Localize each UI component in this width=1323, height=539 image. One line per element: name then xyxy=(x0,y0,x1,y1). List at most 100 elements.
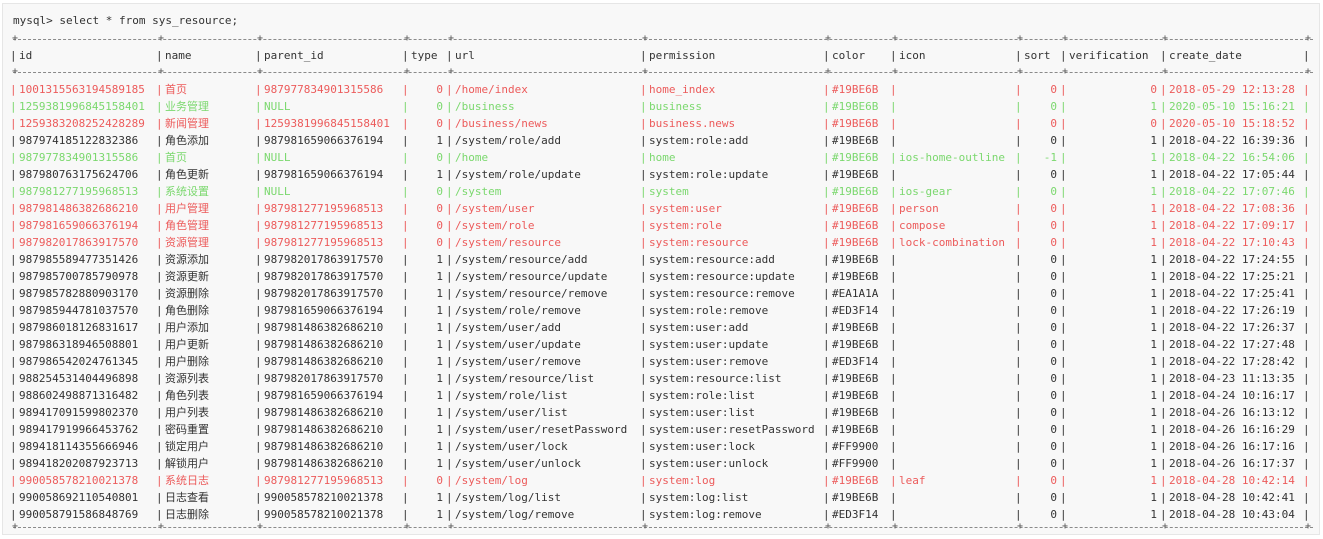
column-divider: | xyxy=(640,185,647,198)
column-divider: | xyxy=(640,117,647,130)
cell-verification: 1 xyxy=(1150,423,1157,436)
column-divider: | xyxy=(890,372,897,385)
cell-permission: system:log:list xyxy=(649,491,749,504)
column-divider: | xyxy=(1303,304,1310,317)
cell-sort: 0 xyxy=(1050,372,1057,385)
column-divider: | xyxy=(640,491,647,504)
cell-parent-id: 987981659066376194 xyxy=(264,168,384,181)
cell-name: 角色添加 xyxy=(165,134,209,147)
cell-create-date: 2020-05-10 15:18:52 xyxy=(1169,117,1295,130)
column-divider: | xyxy=(255,185,262,198)
cell-color: #19BE6B xyxy=(832,219,879,232)
cell-permission: system:resource:remove xyxy=(649,287,795,300)
column-divider: | xyxy=(402,202,409,215)
column-divider: | xyxy=(255,457,262,470)
column-divider: | xyxy=(446,321,453,334)
cell-verification: 1 xyxy=(1150,508,1157,521)
cell-url: /system/user/update xyxy=(455,338,581,351)
cell-name: 解锁用户 xyxy=(165,457,209,470)
cell-type: 1 xyxy=(436,304,443,317)
column-divider: | xyxy=(10,372,17,385)
column-divider: | xyxy=(823,372,830,385)
column-divider: | xyxy=(640,49,647,62)
cell-sort: 0 xyxy=(1050,508,1057,521)
cell-color: #FF9900 xyxy=(832,457,879,470)
column-divider: | xyxy=(823,185,830,198)
column-header-verification: verification xyxy=(1069,49,1149,62)
column-divider: | xyxy=(255,134,262,147)
cell-name: 角色管理 xyxy=(165,219,209,232)
column-divider: | xyxy=(446,236,453,249)
column-divider: | xyxy=(640,440,647,453)
column-divider: | xyxy=(1303,389,1310,402)
column-divider: | xyxy=(890,389,897,402)
column-divider: | xyxy=(1060,355,1067,368)
column-divider: | xyxy=(1015,100,1022,113)
cell-id: 987985944781037570 xyxy=(19,304,139,317)
column-divider: | xyxy=(1060,253,1067,266)
column-divider: | xyxy=(10,202,17,215)
column-header-color: color xyxy=(832,49,866,62)
column-divider: | xyxy=(1160,168,1167,181)
column-header-id: id xyxy=(19,49,33,62)
column-divider: | xyxy=(446,168,453,181)
cell-icon: compose xyxy=(899,219,946,232)
column-divider: | xyxy=(823,49,830,62)
column-divider: | xyxy=(156,100,163,113)
column-divider: | xyxy=(1160,270,1167,283)
column-divider: | xyxy=(402,219,409,232)
column-divider: | xyxy=(255,83,262,96)
column-divider: | xyxy=(156,270,163,283)
cell-verification: 1 xyxy=(1150,270,1157,283)
column-divider: | xyxy=(890,474,897,487)
cell-parent-id: 1259381996845158401 xyxy=(264,117,390,130)
cell-parent-id: 987982017863917570 xyxy=(264,270,384,283)
cell-color: #19BE6B xyxy=(832,236,879,249)
terminal-output: mysql> select * from sys_resource; +++++… xyxy=(2,3,1320,535)
column-divider: | xyxy=(1303,236,1310,249)
cell-sort: 0 xyxy=(1050,236,1057,249)
cell-create-date: 2018-04-23 11:13:35 xyxy=(1169,372,1295,385)
column-divider: | xyxy=(10,338,17,351)
cell-verification: 1 xyxy=(1150,321,1157,334)
column-divider: | xyxy=(156,474,163,487)
column-divider: | xyxy=(446,185,453,198)
column-divider: | xyxy=(255,168,262,181)
column-divider: | xyxy=(1160,202,1167,215)
column-divider: | xyxy=(402,508,409,521)
cell-type: 0 xyxy=(436,117,443,130)
column-divider: | xyxy=(890,321,897,334)
column-divider: | xyxy=(402,83,409,96)
column-header-sort: sort xyxy=(1024,49,1051,62)
cell-permission: business xyxy=(649,100,702,113)
column-divider: | xyxy=(1160,304,1167,317)
cell-id: 989417919966453762 xyxy=(19,423,139,436)
column-divider: | xyxy=(1160,151,1167,164)
cell-verification: 1 xyxy=(1150,100,1157,113)
column-divider: | xyxy=(1160,423,1167,436)
column-divider: | xyxy=(1060,406,1067,419)
column-divider: | xyxy=(402,253,409,266)
column-divider: | xyxy=(1160,440,1167,453)
column-divider: | xyxy=(1060,508,1067,521)
column-divider: | xyxy=(890,49,897,62)
column-divider: | xyxy=(1060,474,1067,487)
column-divider: | xyxy=(890,406,897,419)
cell-sort: 0 xyxy=(1050,83,1057,96)
cell-verification: 0 xyxy=(1150,83,1157,96)
column-divider: | xyxy=(255,491,262,504)
cell-color: #19BE6B xyxy=(832,474,879,487)
column-divider: | xyxy=(156,457,163,470)
column-divider: | xyxy=(890,440,897,453)
cell-create-date: 2018-04-28 10:42:41 xyxy=(1169,491,1295,504)
cell-url: /system/user xyxy=(455,202,535,215)
column-divider: | xyxy=(1060,287,1067,300)
cell-sort: 0 xyxy=(1050,406,1057,419)
